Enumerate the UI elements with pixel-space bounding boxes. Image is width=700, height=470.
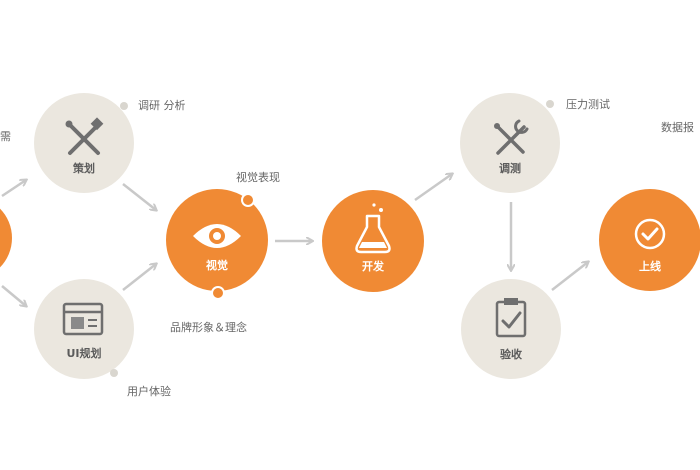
node-develop-label: 开发 <box>362 259 385 273</box>
node-visual-label: 视觉 <box>206 258 228 272</box>
annotation-stress-test: 压力测试 <box>566 98 610 111</box>
eye-icon <box>193 224 241 248</box>
arrow-accept-to-launch <box>551 262 588 291</box>
node-ui: UI规划 <box>34 279 134 379</box>
connector-dot <box>241 193 255 207</box>
annotation-user-experience: 用户体验 <box>127 384 171 398</box>
flask-icon <box>355 203 391 254</box>
node-launch: 上线 <box>599 189 700 291</box>
connector-dot <box>546 100 554 108</box>
browser-window-icon <box>62 302 104 336</box>
node-accept-label: 验收 <box>500 347 522 361</box>
clipboard-check-icon <box>495 298 527 338</box>
connector-dot <box>110 369 118 377</box>
partial-node-left <box>0 208 12 268</box>
node-plan: 策划 <box>34 93 134 193</box>
arrow-ui-to-visual <box>122 264 156 291</box>
annotation-data-partial: 数据报 <box>661 120 694 134</box>
connector-dot <box>120 102 128 110</box>
annotation-left-partial: 需 <box>0 130 11 143</box>
annotation-brand-image: 品牌形象＆理念 <box>170 320 247 334</box>
wrench-screwdriver-icon <box>494 119 529 155</box>
annotation-visual-expression: 视觉表现 <box>236 170 280 184</box>
node-launch-label: 上线 <box>639 259 661 273</box>
connector-dot <box>211 286 225 300</box>
arrow-develop-to-test <box>414 174 452 202</box>
node-visual: 视觉 <box>166 189 268 291</box>
arrow-plan-to-visual <box>122 183 156 210</box>
node-test-label: 调测 <box>499 161 521 175</box>
arrow-left-to-ui <box>1 285 26 306</box>
annotation-research: 调研 分析 <box>138 98 186 112</box>
checkmark-circle-icon <box>634 218 666 250</box>
flow-arrows <box>1 174 588 306</box>
node-test: 调测 <box>460 93 560 193</box>
node-develop: 开发 <box>322 190 424 292</box>
node-ui-label: UI规划 <box>66 346 101 360</box>
node-plan-label: 策划 <box>72 161 95 175</box>
node-accept: 验收 <box>461 279 561 379</box>
arrow-left-to-plan <box>1 180 26 198</box>
